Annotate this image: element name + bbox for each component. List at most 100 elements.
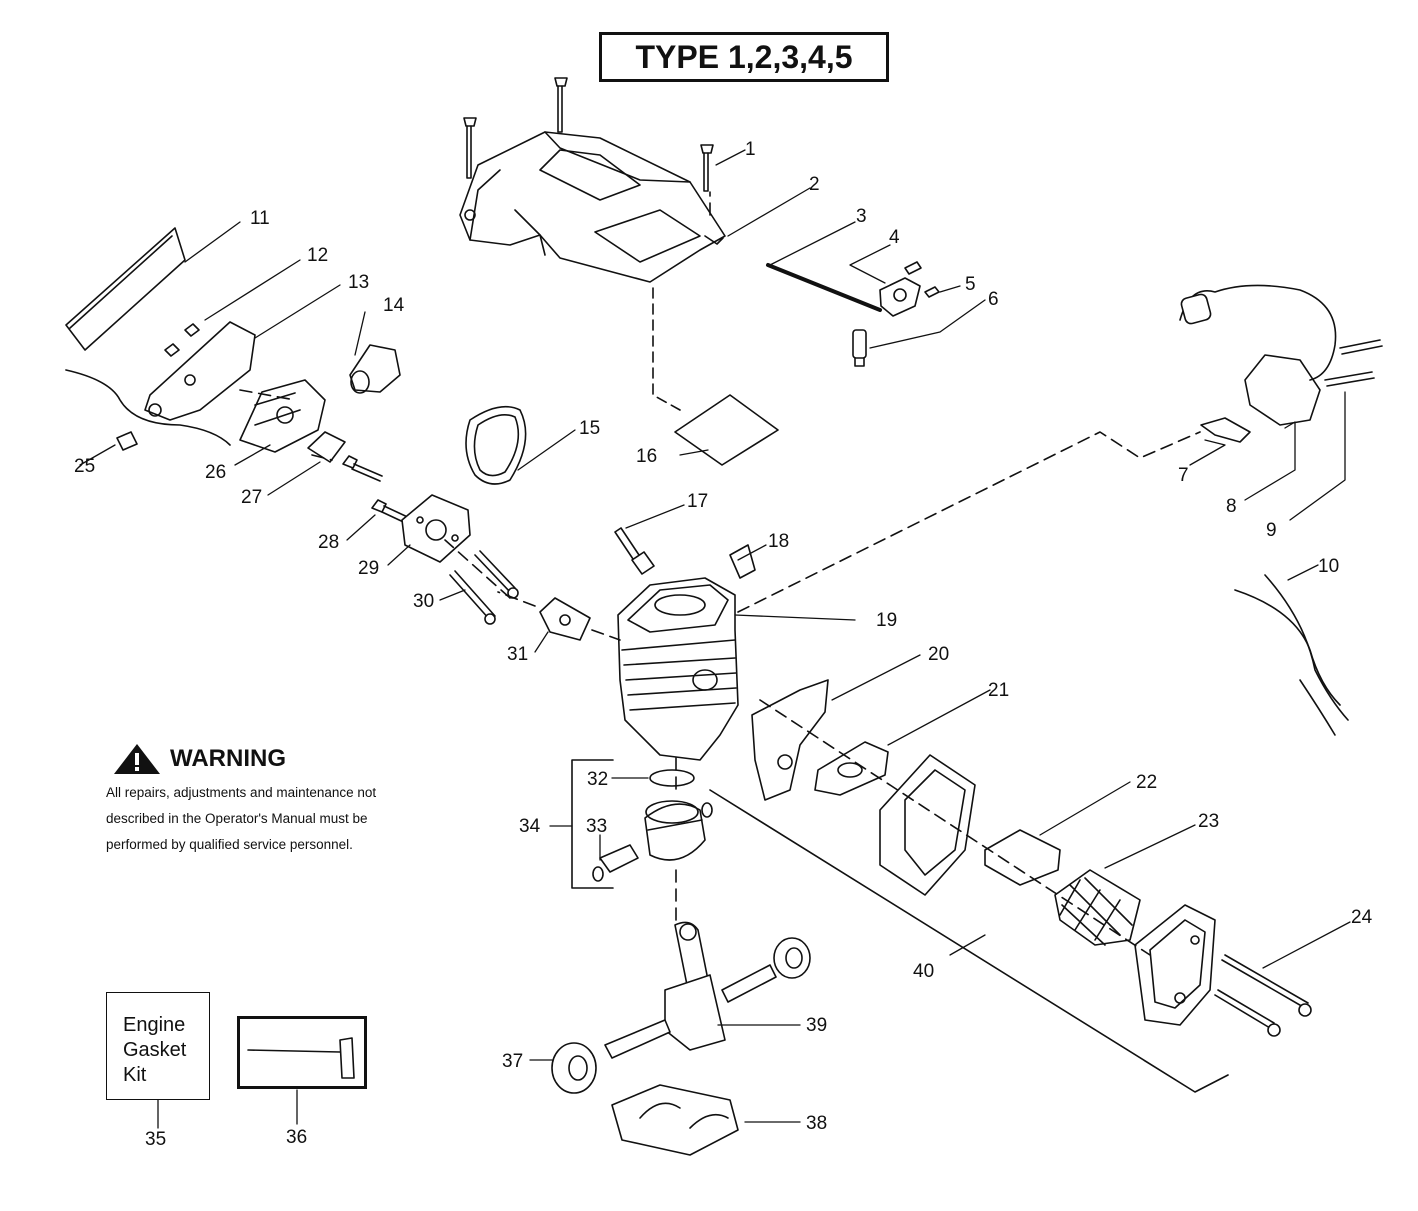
part-cylinder-gasket [539,597,591,641]
warning-line: performed by qualified service personnel… [106,837,353,852]
callout-40: 40 [913,961,934,982]
part-bearing-right [773,937,811,979]
warning-line: All repairs, adjustments and maintenance… [106,785,377,800]
callout-18: 18 [768,531,789,552]
part-air-filter-cover-edge [69,235,173,329]
callout-34: 34 [519,816,541,837]
part-pin-clip [592,866,604,882]
warning-title: WARNING [170,745,286,772]
callout-19: 19 [876,610,897,631]
part-muffler-gasket-port [837,762,863,778]
callout-3: 3 [856,206,867,227]
bracket-piston-kit [571,759,614,889]
callout-6: 6 [988,289,999,310]
part-heat-shield [751,679,829,801]
kit-line: Engine [123,1014,186,1036]
callout-21: 21 [988,680,1009,701]
warning-text: All repairs, adjustments and maintenance… [106,780,436,858]
callout-11: 11 [250,208,270,229]
callout-7: 7 [1178,465,1189,486]
part-valve [879,261,940,317]
callout-30: 30 [413,591,434,612]
part-throttle-cable [65,369,231,446]
part-air-filter-cover [65,227,186,351]
part-screen [1054,869,1141,946]
part-intake-boot [349,344,401,394]
part-tool [247,1037,355,1079]
callout-17: 17 [687,491,708,512]
callout-8: 8 [1226,496,1237,517]
leader-lines [79,149,1351,1129]
part-muffler-gasket [814,741,889,796]
callout-28: 28 [318,532,339,553]
callout-12: 12 [307,245,328,266]
callout-1: 1 [745,139,756,160]
part-piston-ring [649,769,695,787]
part-plug [852,329,867,367]
callout-24: 24 [1351,907,1373,928]
part-piston [644,800,706,861]
part-plug-boot [729,544,756,579]
callout-4: 4 [889,227,900,248]
callout-23: 23 [1198,811,1219,832]
engine-gasket-kit-box: Engine Gasket Kit [106,992,210,1100]
callout-14: 14 [383,295,405,316]
part-grommet [116,431,138,451]
callout-39: 39 [806,1015,827,1036]
tool-box [237,1016,367,1089]
part-filter-holder [144,321,256,421]
part-muffler-body [879,754,976,896]
part-ignition-module [1179,284,1383,443]
part-label [674,394,779,466]
part-muffler-bolts [1214,954,1312,1037]
callout-10: 10 [1318,556,1339,577]
part-intake-gasket [465,405,527,485]
callout-29: 29 [358,558,379,579]
part-hose [766,263,882,312]
part-carb-gasket [307,431,346,463]
bracket-muffler-assembly [709,789,1229,1093]
callout-2: 2 [809,174,820,195]
callout-36: 36 [286,1127,307,1148]
warning-line: described in the Operator's Manual must … [106,811,368,826]
part-cylinder [617,577,739,761]
part-intake-flange [401,494,471,563]
callout-20: 20 [928,644,949,665]
part-crankshaft [604,921,777,1059]
kit-line: Kit [123,1064,147,1086]
callout-9: 9 [1266,520,1277,541]
callout-22: 22 [1136,772,1157,793]
callout-33: 33 [586,816,607,837]
part-spark-arrestor-plate [984,829,1061,886]
callout-35: 35 [145,1129,166,1150]
part-piston-pin [599,844,639,873]
warning-notice: WARNING All repairs, adjustments and mai… [106,742,436,858]
part-pin-clip-2 [701,802,713,818]
part-spark-plug [614,527,655,575]
warning-triangle-icon [114,744,160,774]
kit-line: Gasket [123,1039,187,1061]
callout-16: 16 [636,446,657,467]
part-crankcase-half [611,1084,739,1156]
part-wire-harness [1234,574,1349,736]
callout-27: 27 [241,487,262,508]
part-carburetor [239,379,326,453]
callout-26: 26 [205,462,226,483]
callout-31: 31 [507,644,528,665]
type-title: TYPE 1,2,3,4,5 [599,32,889,82]
part-muffler-cover [1134,904,1216,1026]
part-cylinder-cover [459,131,726,283]
callout-13: 13 [348,272,369,293]
callout-numbers: 1 2 3 4 5 6 7 8 9 10 11 12 13 14 15 16 1… [74,139,1373,1150]
callout-32: 32 [587,769,608,790]
part-bolts-30 [449,550,519,625]
part-heat-shield-hole [777,754,793,770]
part-screws-cover [463,77,714,192]
part-cylinder-gasket-hole [559,614,571,626]
leader-cover-label [652,287,681,411]
callout-5: 5 [965,274,976,295]
callout-25: 25 [74,456,95,477]
callout-37: 37 [502,1051,523,1072]
callout-38: 38 [806,1113,827,1134]
